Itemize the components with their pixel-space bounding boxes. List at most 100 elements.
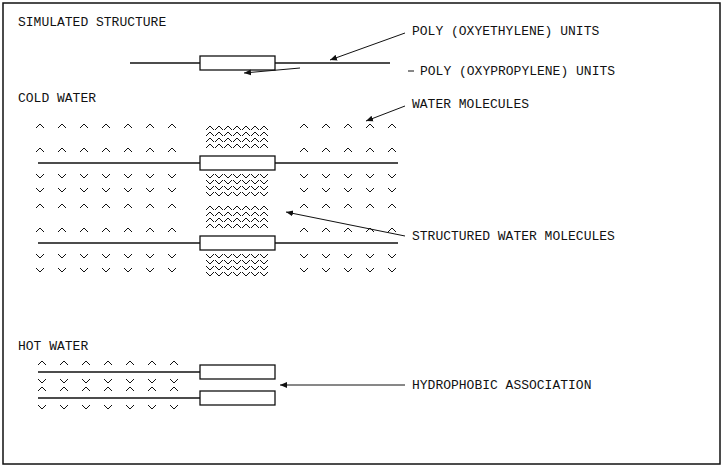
water-molecule-up [233,218,241,222]
water-molecule-up [224,218,232,222]
water-molecule-up [233,132,241,136]
water-molecule-down [224,192,232,196]
leader-line [280,385,405,386]
water-molecule-down [233,180,241,184]
water-molecule-up [38,387,46,391]
water-molecule-down [38,405,46,409]
water-molecule-down [242,260,250,264]
water-molecule-up [388,228,396,232]
ppo-block [200,156,275,170]
water-molecule-down [206,192,214,196]
water-molecule-up [146,148,154,152]
water-molecule-up [224,144,232,148]
leader-line [330,33,405,60]
water-molecule-down [168,268,176,272]
water-molecule-down [366,254,374,258]
water-molecule-down [242,272,250,276]
water-molecule-down [233,254,241,258]
water-molecule-up [124,204,132,208]
water-molecule-up [124,148,132,152]
water-molecule-down [126,379,134,383]
water-molecule-up [260,132,268,136]
water-molecule-up [300,228,308,232]
water-molecule-down [82,405,90,409]
water-molecule-up [242,132,250,136]
water-molecule-up [388,124,396,128]
water-molecule-down [148,379,156,383]
water-molecule-down [260,186,268,190]
water-molecule-down [366,174,374,178]
water-molecule-up [82,361,90,365]
water-molecule-down [344,188,352,192]
frame [3,3,720,464]
water-molecule-up [124,124,132,128]
water-molecule-up [224,126,232,130]
water-molecule-down [300,254,308,258]
water-molecule-down [168,254,176,258]
water-molecule-up [215,206,223,210]
water-molecule-up [104,361,112,365]
water-molecule-up [242,138,250,142]
water-molecule-down [233,174,241,178]
water-molecule-up [148,361,156,365]
water-molecule-down [102,188,110,192]
water-molecule-up [58,124,66,128]
water-molecule-down [388,254,396,258]
water-molecule-down [146,268,154,272]
water-molecule-up [233,212,241,216]
water-molecule-up [102,124,110,128]
water-molecule-down [251,180,259,184]
water-molecule-down [242,266,250,270]
water-molecule-down [260,180,268,184]
water-molecule-down [146,174,154,178]
water-molecule-down [102,254,110,258]
water-molecule-up [233,138,241,142]
water-molecule-down [206,260,214,264]
water-molecule-down [170,405,178,409]
water-molecule-down [168,174,176,178]
water-molecule-up [36,204,44,208]
water-molecule-up [168,204,176,208]
water-molecule-down [224,254,232,258]
water-molecule-down [38,379,46,383]
water-molecule-up [260,212,268,216]
water-molecule-down [388,174,396,178]
water-molecule-up [168,228,176,232]
water-molecule-down [242,174,250,178]
water-molecule-down [260,174,268,178]
water-molecule-down [82,379,90,383]
water-molecule-up [206,138,214,142]
water-molecule-down [36,254,44,258]
water-molecule-down [224,174,232,178]
water-molecule-down [206,266,214,270]
water-molecule-up [146,228,154,232]
water-molecule-up [366,228,374,232]
water-molecule-down [124,174,132,178]
water-molecule-up [366,148,374,152]
water-molecule-down [124,268,132,272]
water-molecule-down [102,268,110,272]
water-molecule-down [206,180,214,184]
water-molecule-up [322,148,330,152]
water-molecule-down [366,188,374,192]
water-molecule-down [260,254,268,258]
water-molecule-up [322,124,330,128]
water-molecule-up [38,361,46,365]
callout-label: WATER MOLECULES [412,97,529,112]
water-molecule-down [233,192,241,196]
water-molecule-up [80,124,88,128]
callout-label: POLY (OXYPROPYLENE) UNITS [420,64,615,79]
water-molecule-down [300,188,308,192]
water-molecule-up [224,138,232,142]
water-molecule-up [168,124,176,128]
water-molecule-down [233,272,241,276]
water-molecule-down [58,254,66,258]
water-molecule-down [80,188,88,192]
peo-chain [38,371,200,372]
water-molecule-up [102,228,110,232]
water-molecule-up [251,212,259,216]
water-molecule-down [124,188,132,192]
water-molecule-down [80,254,88,258]
ppo-block [200,236,275,250]
